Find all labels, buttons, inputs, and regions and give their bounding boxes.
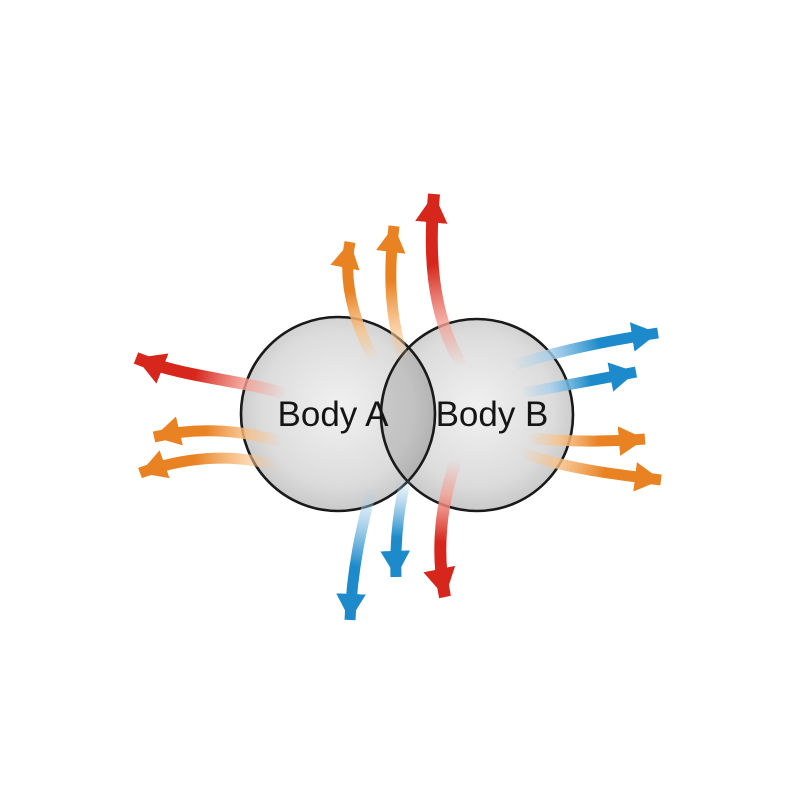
body-a-label: Body A	[278, 395, 390, 434]
arrow-up-red	[415, 193, 468, 370]
arrow-right-orange-2	[519, 446, 662, 492]
arrow-right-blue-2	[521, 362, 638, 399]
body-b-outline	[379, 317, 575, 513]
arrow-down-red	[423, 458, 462, 599]
arrow-down-blue-2	[380, 476, 412, 578]
labels-layer: Body A Body B	[278, 395, 549, 434]
arrows-layer	[133, 193, 662, 621]
arrow-left-orange-1	[152, 416, 284, 448]
body-a-outline	[239, 315, 437, 513]
body-a-circle	[241, 317, 435, 511]
arrow-left-red	[133, 352, 288, 400]
arrow-down-blue-1	[336, 486, 378, 621]
arrow-up-orange-2	[376, 225, 411, 364]
arrow-left-orange-2	[138, 450, 280, 479]
body-b-label: Body B	[436, 395, 549, 434]
arrow-right-orange-1	[527, 426, 646, 456]
arrow-up-orange-1	[330, 240, 379, 363]
arrow-right-blue-1	[511, 322, 659, 372]
